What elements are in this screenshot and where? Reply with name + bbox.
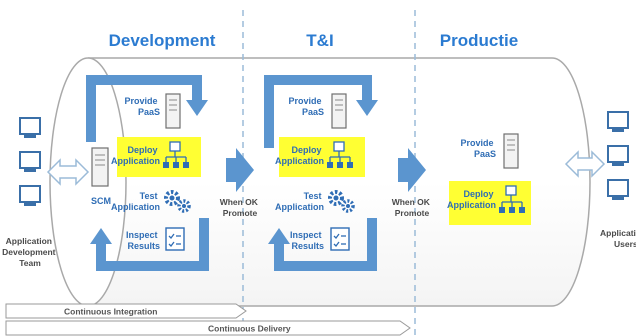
step-label-line: Deploy (291, 145, 321, 155)
promote-label-line: When OK (392, 197, 431, 207)
development-loop (86, 75, 209, 271)
step-label-line: Test (304, 191, 322, 201)
step-label-line: Inspect (126, 230, 158, 240)
phase-title-development: Development (109, 31, 216, 50)
band-label: Continuous Delivery (208, 324, 291, 334)
svg-text:Test Application: Test Application (275, 191, 324, 212)
step-label-line: Test (140, 191, 158, 201)
org-chart-icon (327, 141, 353, 168)
svg-text:Application Users: Application Users (600, 228, 636, 249)
dev-test-application: Test Application (111, 190, 191, 213)
step-label-line: Provide (124, 96, 157, 106)
svg-text:Application Development: Application Development Team (2, 236, 58, 268)
gears-icon (164, 190, 191, 213)
svg-text:Test Application: Test Application (111, 191, 160, 212)
ti-deploy-application: Deploy Application (275, 137, 365, 177)
svg-text:When OK Promote: When OK Promote (220, 197, 261, 218)
computer-icon (607, 111, 629, 132)
computer-icon (607, 145, 629, 166)
computer-icon (19, 151, 41, 172)
actor-label-line: Users (614, 239, 636, 249)
step-label-line: Application (111, 156, 160, 166)
ti-loop (264, 75, 378, 271)
loop-arrow-bottom (274, 218, 377, 271)
svg-text:Deploy Application: Deploy Application (447, 189, 496, 210)
actor-label-line: Team (19, 258, 41, 268)
step-label-line: Provide (288, 96, 321, 106)
loop-arrow-top (264, 75, 372, 148)
step-label-line: Results (127, 241, 160, 251)
step-label-line: Inspect (290, 230, 322, 240)
server-icon (503, 133, 519, 169)
svg-text:Provide PaaS: Provide PaaS (288, 96, 324, 117)
dev-provide-paas: Provide PaaS (124, 93, 181, 129)
highlight-box (279, 137, 365, 177)
promote-label-line: Promote (223, 208, 258, 218)
prod-deploy-application: Deploy Application (447, 181, 531, 225)
loop-arrowhead-top (356, 100, 378, 116)
ti-provide-paas: Provide PaaS (288, 93, 347, 129)
actor-label-line: Application (6, 236, 52, 246)
phase-title-productie: Productie (440, 31, 518, 50)
promote-arrow-1: When OK Promote (220, 148, 261, 218)
scm-label: SCM (91, 196, 111, 206)
loop-arrowhead-top (186, 100, 208, 116)
step-label-line: Application (111, 202, 160, 212)
step-label-line: Deploy (463, 189, 493, 199)
step-label-line: Application (275, 156, 324, 166)
step-label-line: Deploy (127, 145, 157, 155)
dev-deploy-application: Deploy Application (111, 137, 201, 177)
loop-arrowhead-bottom (268, 228, 290, 244)
continuous-integration-band: Continuous Integration (5, 303, 247, 319)
actor-label-line: Application (600, 228, 636, 238)
svg-text:Provide PaaS: Provide PaaS (460, 138, 496, 159)
svg-text:Provide PaaS: Provide PaaS (124, 96, 160, 117)
step-label-line: PaaS (138, 107, 160, 117)
svg-text:When OK Promote: When OK Promote (392, 197, 433, 218)
svg-text:Deploy Application: Deploy Application (111, 145, 160, 166)
ti-inspect-results: Inspect Results (290, 227, 350, 251)
checklist-icon (330, 227, 350, 251)
band-label: Continuous Integration (64, 307, 158, 317)
svg-text:Deploy Application: Deploy Application (275, 145, 324, 166)
gears-icon (328, 190, 355, 213)
loop-arrow-top (86, 75, 202, 142)
actor-label-line: Development (2, 247, 56, 257)
svg-text:Inspect Results: Inspect Results (290, 230, 324, 251)
step-label-line: Results (291, 241, 324, 251)
svg-text:Inspect Results: Inspect Results (126, 230, 160, 251)
computer-icon (607, 179, 629, 200)
double-arrow-icon (46, 158, 90, 186)
application-users-actor: Application Users (600, 111, 636, 249)
ti-test-application: Test Application (275, 190, 355, 213)
server-icon (91, 147, 109, 187)
step-label-line: Application (447, 200, 496, 210)
step-label-line: Application (275, 202, 324, 212)
highlight-box (117, 137, 201, 177)
step-label-line: PaaS (474, 149, 496, 159)
computer-icon (19, 185, 41, 206)
server-icon (331, 93, 347, 129)
development-team-actor: Application Development Team (2, 117, 58, 268)
computer-icon (19, 117, 41, 138)
org-chart-icon (163, 141, 189, 168)
prod-provide-paas: Provide PaaS (460, 133, 519, 169)
loop-arrowhead-bottom (90, 228, 112, 244)
loop-arrow-bottom (96, 218, 209, 271)
phase-title-ti: T&I (306, 31, 333, 50)
highlight-box (449, 181, 531, 225)
step-label-line: PaaS (302, 107, 324, 117)
step-label-line: Provide (460, 138, 493, 148)
promote-label-line: When OK (220, 197, 259, 207)
scm-server: SCM (91, 147, 111, 206)
dev-inspect-results: Inspect Results (126, 227, 185, 251)
server-icon (165, 93, 181, 129)
org-chart-icon (499, 185, 525, 213)
promote-arrow-2: When OK Promote (392, 148, 433, 218)
double-arrow-icon (564, 150, 606, 178)
checklist-icon (165, 227, 185, 251)
continuous-delivery-band: Continuous Delivery (5, 320, 411, 336)
promote-label-line: Promote (395, 208, 430, 218)
